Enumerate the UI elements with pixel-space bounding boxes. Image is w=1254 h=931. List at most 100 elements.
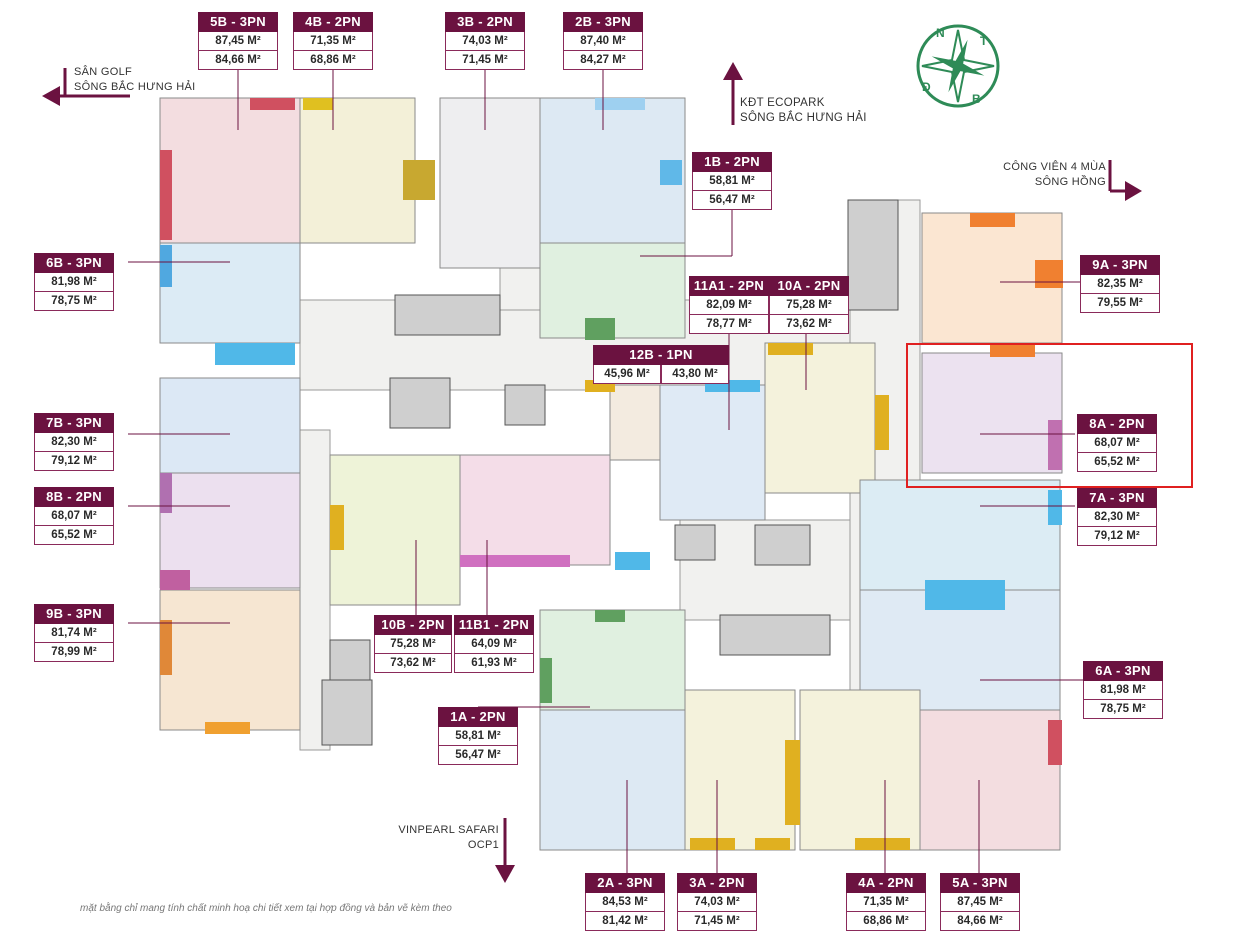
unit-label[interactable]: 8A - 2PN 68,07 M² 65,52 M² (1077, 414, 1157, 472)
direction-park: CÔNG VIÊN 4 MÙA SÔNG HỒNG (996, 160, 1106, 190)
unit-area: 78,75 M² (1083, 700, 1163, 719)
unit-area: 79,12 M² (34, 452, 114, 471)
unit-area: 78,75 M² (34, 292, 114, 311)
unit-area: 84,27 M² (563, 51, 643, 70)
apt-11a1 (659, 384, 766, 521)
direction-line: SÔNG HỒNG (1034, 176, 1106, 188)
unit-name: 11A1 - 2PN (689, 276, 769, 296)
unit-label[interactable]: 8B - 2PN 68,07 M² 65,52 M² (34, 487, 114, 545)
unit-name: 10B - 2PN (374, 615, 452, 635)
direction-line: SÔNG BẮC HƯNG HẢI (740, 112, 867, 124)
unit-area: 68,07 M² (1077, 434, 1157, 453)
cores (321, 199, 899, 746)
unit-area: 82,30 M² (34, 433, 114, 452)
unit-label[interactable]: 5B - 3PN 87,45 M² 84,66 M² (198, 12, 278, 70)
unit-area: 58,81 M² (438, 727, 518, 746)
apt-10a (764, 342, 876, 494)
unit-area: 58,81 M² (692, 172, 772, 191)
accent-strips (160, 98, 1063, 850)
apt-2a (539, 709, 686, 851)
unit-label-12b[interactable]: 12B - 1PN 45,96 M² 43,80 M² (593, 345, 729, 384)
unit-label[interactable]: 3A - 2PN 74,03 M² 71,45 M² (677, 873, 757, 931)
unit-area: 73,62 M² (769, 315, 849, 334)
unit-area: 81,42 M² (585, 912, 665, 931)
unit-name: 3B - 2PN (445, 12, 525, 32)
unit-area: 84,66 M² (940, 912, 1020, 931)
unit-area: 73,62 M² (374, 654, 452, 673)
compass-d: Đ (922, 80, 931, 94)
direction-arrows (42, 62, 1142, 883)
apt-5b (159, 97, 301, 244)
apt-8b (159, 472, 301, 589)
unit-area: 61,93 M² (454, 654, 534, 673)
apt-4b (299, 97, 416, 244)
unit-name: 4A - 2PN (846, 873, 926, 893)
apt-11b1 (459, 454, 611, 566)
leader-lines (128, 58, 1084, 873)
unit-name: 6B - 3PN (34, 253, 114, 273)
unit-label[interactable]: 11B1 - 2PN 64,09 M² 61,93 M² (454, 615, 534, 673)
unit-area: 71,45 M² (445, 51, 525, 70)
unit-area: 75,28 M² (769, 296, 849, 315)
unit-name: 12B - 1PN (593, 345, 729, 365)
unit-label[interactable]: 9A - 3PN 82,35 M² 79,55 M² (1080, 255, 1160, 313)
unit-label[interactable]: 9B - 3PN 81,74 M² 78,99 M² (34, 604, 114, 662)
unit-label[interactable]: 1B - 2PN 58,81 M² 56,47 M² (692, 152, 772, 210)
unit-label[interactable]: 10B - 2PN 75,28 M² 73,62 M² (374, 615, 452, 673)
apt-7b (159, 377, 301, 474)
direction-line: CÔNG VIÊN 4 MÙA (1003, 161, 1106, 173)
unit-name: 2A - 3PN (585, 873, 665, 893)
unit-area: 68,86 M² (293, 51, 373, 70)
unit-name: 4B - 2PN (293, 12, 373, 32)
unit-area: 82,09 M² (689, 296, 769, 315)
unit-area: 71,35 M² (846, 893, 926, 912)
apartments (159, 97, 1063, 851)
unit-area: 81,98 M² (1083, 681, 1163, 700)
apt-10b (329, 454, 461, 606)
apt-3a (684, 689, 796, 851)
unit-name: 7B - 3PN (34, 413, 114, 433)
unit-area: 82,35 M² (1080, 275, 1160, 294)
compass-b: B (972, 92, 981, 106)
unit-label[interactable]: 4A - 2PN 71,35 M² 68,86 M² (846, 873, 926, 931)
unit-label[interactable]: 3B - 2PN 74,03 M² 71,45 M² (445, 12, 525, 70)
apt-5a (919, 709, 1061, 851)
unit-label[interactable]: 5A - 3PN 87,45 M² 84,66 M² (940, 873, 1020, 931)
direction-ecopark: KĐT ECOPARK SÔNG BẮC HƯNG HẢI (740, 96, 867, 126)
unit-name: 9A - 3PN (1080, 255, 1160, 275)
unit-area: 87,40 M² (563, 32, 643, 51)
unit-area: 68,07 M² (34, 507, 114, 526)
unit-area: 81,74 M² (34, 624, 114, 643)
unit-area: 79,55 M² (1080, 294, 1160, 313)
unit-label[interactable]: 4B - 2PN 71,35 M² 68,86 M² (293, 12, 373, 70)
unit-label[interactable]: 6A - 3PN 81,98 M² 78,75 M² (1083, 661, 1163, 719)
unit-area: 84,66 M² (198, 51, 278, 70)
unit-name: 8A - 2PN (1077, 414, 1157, 434)
unit-label[interactable]: 2A - 3PN 84,53 M² 81,42 M² (585, 873, 665, 931)
unit-label[interactable]: 2B - 3PN 87,40 M² 84,27 M² (563, 12, 643, 70)
unit-area: 87,45 M² (940, 893, 1020, 912)
unit-label[interactable]: 10A - 2PN 75,28 M² 73,62 M² (769, 276, 849, 334)
unit-label[interactable]: 1A - 2PN 58,81 M² 56,47 M² (438, 707, 518, 765)
unit-name: 3A - 2PN (677, 873, 757, 893)
unit-label[interactable]: 6B - 3PN 81,98 M² 78,75 M² (34, 253, 114, 311)
unit-name: 7A - 3PN (1077, 488, 1157, 508)
unit-area: 79,12 M² (1077, 527, 1157, 546)
unit-name: 2B - 3PN (563, 12, 643, 32)
unit-label[interactable]: 7B - 3PN 82,30 M² 79,12 M² (34, 413, 114, 471)
unit-area: 71,45 M² (677, 912, 757, 931)
unit-area: 65,52 M² (34, 526, 114, 545)
unit-area: 65,52 M² (1077, 453, 1157, 472)
unit-label[interactable]: 7A - 3PN 82,30 M² 79,12 M² (1077, 488, 1157, 546)
unit-area: 68,86 M² (846, 912, 926, 931)
unit-area: 74,03 M² (445, 32, 525, 51)
unit-name: 9B - 3PN (34, 604, 114, 624)
unit-area: 78,99 M² (34, 643, 114, 662)
unit-name: 1A - 2PN (438, 707, 518, 727)
unit-label[interactable]: 11A1 - 2PN 82,09 M² 78,77 M² (689, 276, 769, 334)
highlight-box (906, 343, 1193, 488)
direction-line: KĐT ECOPARK (740, 97, 825, 109)
unit-area: 78,77 M² (689, 315, 769, 334)
compass-icon: N T B Đ (912, 20, 1004, 112)
